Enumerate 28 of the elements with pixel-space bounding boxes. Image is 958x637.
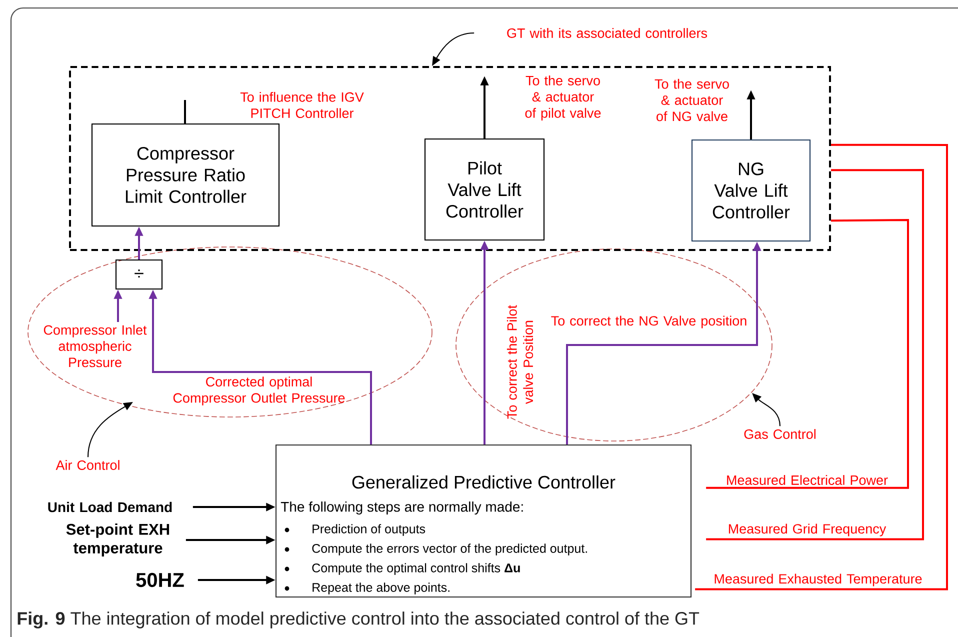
signal-line [706,219,909,489]
edge-label: To the servo & actuator of pilot valve [525,76,601,120]
signal-label: Measured Electrical Power [727,475,888,485]
annotation-arrow [752,393,781,426]
controller-box: NG Valve Lift Controller [691,139,811,242]
signal-label: Measured Exhausted Temperature [714,574,922,586]
controller-box: Pilot Valve Lift Controller [424,138,545,241]
signal-line [706,169,924,540]
input-label: Set-point EXH temperature [66,523,170,557]
divider-block: ÷ [115,259,163,290]
signal-label: Measured Grid Frequency [728,524,886,536]
annotation-text: GT with its associated controllers [507,28,708,38]
dashed-group-frame [69,66,831,251]
edge-label: To influence the IGV PITCH Controller [240,92,364,118]
line [184,100,186,124]
edge-label: To the servo & actuator of NG valve [654,78,729,122]
signal-line [695,144,948,590]
edge-label: To correct the NG Valve position [551,316,746,328]
edge-label: To correct the Pilot valve Position [506,305,534,419]
edge-label: Compressor Inlet atmospheric Pressure [44,324,147,368]
figure-caption: Fig. 9 The integration of model predictive control into the associated control of the GT [18,612,700,628]
input-label: 50HZ [136,572,184,588]
controller-box: Compressor Pressure Ratio Limit Controller [91,123,280,227]
annotation-text: Gas Control [744,429,816,439]
input-label: Unit Load Demand [48,502,172,512]
edge-label: Corrected optimal Compressor Outlet Pressure [173,376,345,406]
process-box: Generalized Predictive Controller The following steps are normally made: Prediction of outputs Compute the errors vector of the predicted output. Compute the optimal control shifts Δu Repeat the above points. [275,444,692,598]
annotation-text: Air Control [56,460,120,470]
